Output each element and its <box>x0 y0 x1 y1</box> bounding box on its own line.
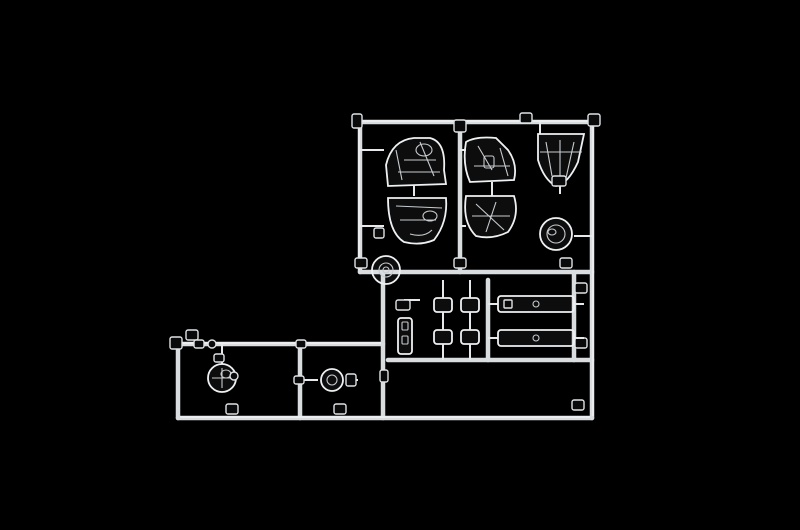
small-tabs-upper <box>373 119 467 269</box>
periscope-block-part <box>395 299 420 355</box>
turret-dome-part <box>537 122 586 194</box>
small-lamp-part <box>293 368 358 392</box>
window-pane-column-1 <box>433 280 453 360</box>
sprue-frame <box>175 119 595 421</box>
canopy-part-center-bottom <box>460 195 517 239</box>
round-lens-part-left <box>371 255 401 285</box>
canopy-part-left-top <box>360 137 448 196</box>
lower-section-tabs <box>193 339 389 383</box>
round-lens-part-right <box>539 217 592 251</box>
canopy-part-left-bottom <box>360 197 448 245</box>
rail-end-stubs <box>169 112 601 415</box>
window-pane-column-2 <box>460 280 480 360</box>
canopy-part-center-top <box>460 136 517 196</box>
headlight-lens-part <box>207 339 239 393</box>
window-strip-part-lower <box>488 329 584 347</box>
window-strip-part-upper <box>488 295 584 313</box>
